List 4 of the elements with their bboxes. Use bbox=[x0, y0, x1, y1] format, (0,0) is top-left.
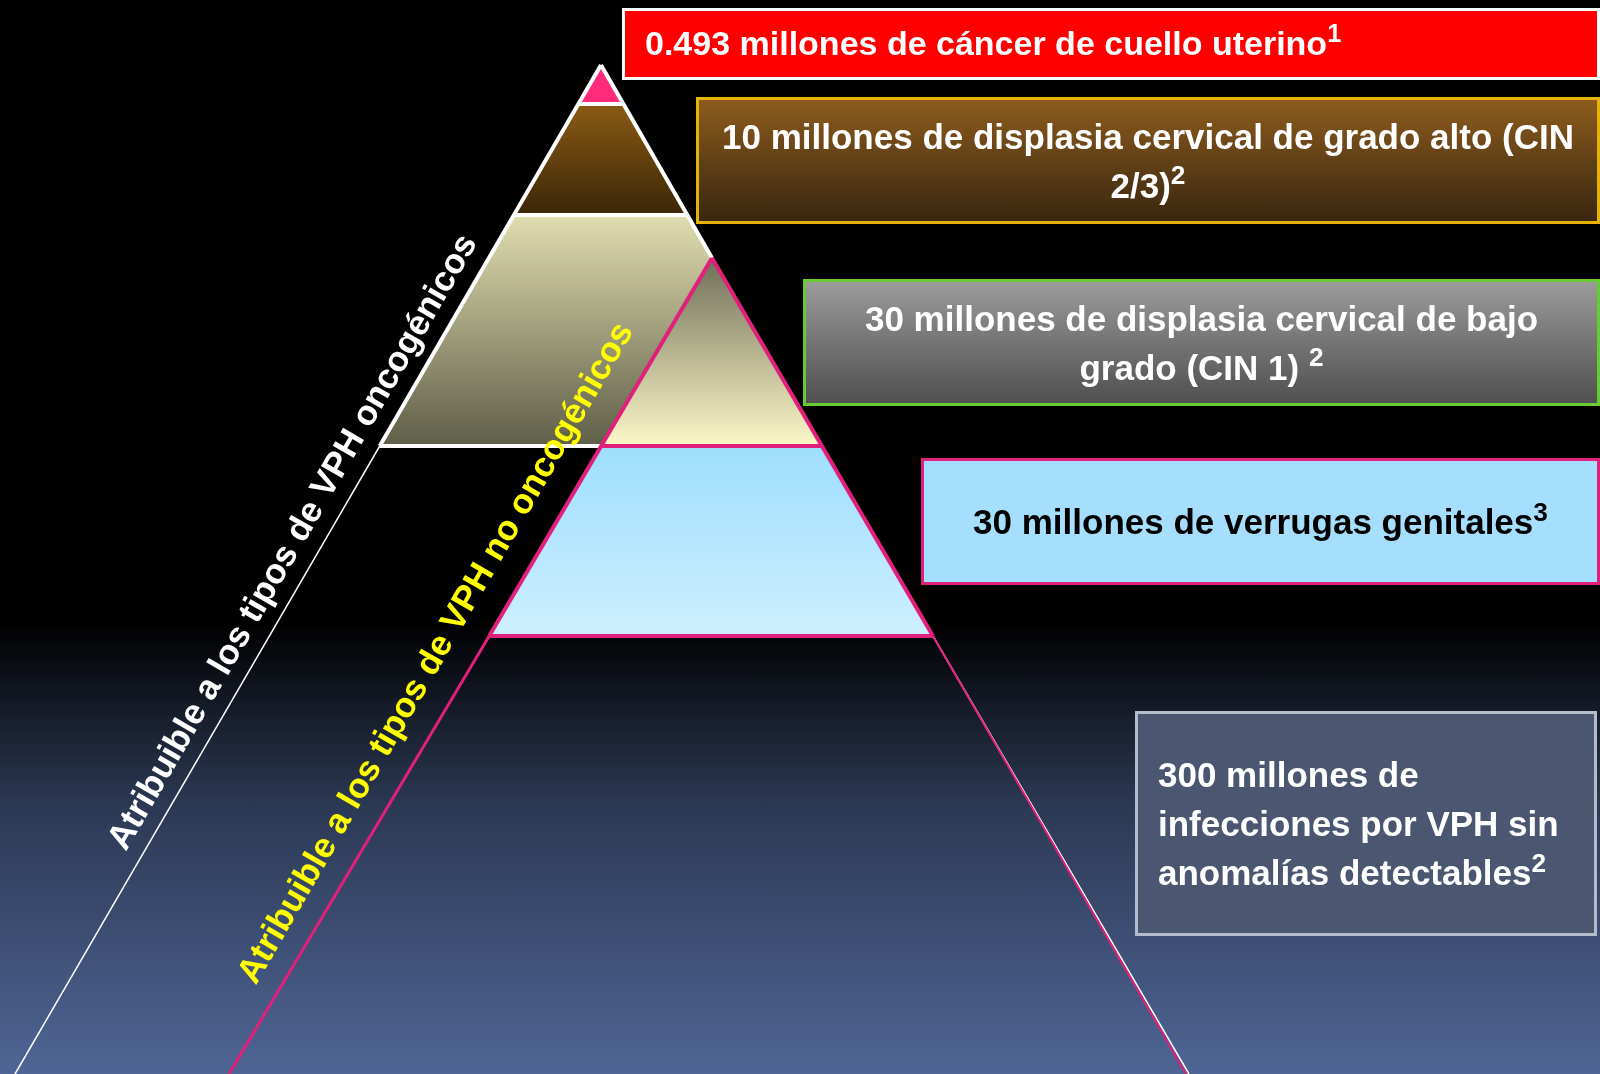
callout-box: 10 millones de displasia cervical de grado alto (CIN 2/3)$^{2}$ bbox=[696, 97, 1600, 224]
callout-box: 300 millones de infecciones por VPH sin anomalías detectables$^{2}$ bbox=[1135, 711, 1597, 936]
callout-box: 30 millones de verrugas genitales$^{3}$ bbox=[921, 458, 1600, 585]
callout-box: 0.493 millones de cáncer de cuello uterino$^{1}$ bbox=[622, 8, 1600, 80]
